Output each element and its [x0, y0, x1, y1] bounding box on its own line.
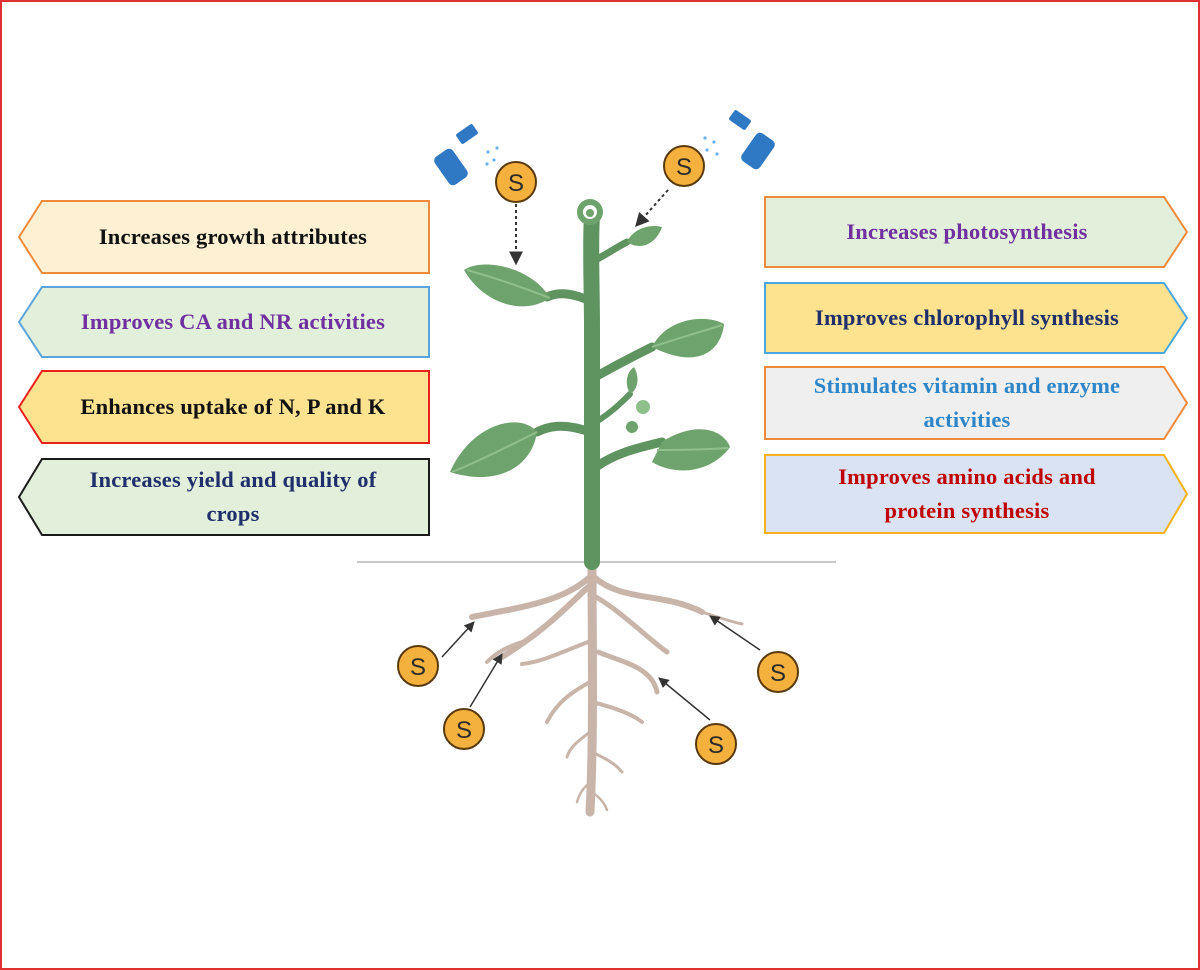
- arrow-box-shape: [17, 286, 430, 358]
- stem: [532, 209, 667, 570]
- arrow-box-outline: [764, 454, 1189, 534]
- benefit-text: Improves amino acids and protein synthes…: [838, 464, 1096, 523]
- arrow-box-outline: [764, 366, 1189, 440]
- benefit-box-vitamin-enzyme: Stimulates vitamin and enzyme activities: [764, 366, 1189, 440]
- benefit-text: Increases yield and quality of crops: [89, 467, 377, 526]
- benefit-text: Improves CA and NR activities: [80, 309, 386, 334]
- benefit-text: Increases photosynthesis: [846, 219, 1088, 244]
- benefit-box-photosynthesis: Increases photosynthesis: [764, 196, 1189, 268]
- sulfur-icon: S: [757, 651, 799, 693]
- arrow-box-outline: [17, 458, 430, 536]
- svg-text:S: S: [676, 154, 692, 181]
- arrow-box-outline: [17, 200, 430, 274]
- benefit-text: Enhances uptake of N, P and K: [80, 394, 386, 419]
- svg-text:S: S: [456, 717, 472, 744]
- svg-text:S: S: [410, 654, 426, 681]
- arrow-box-shape: [764, 282, 1189, 354]
- arrow-box-outline: [764, 282, 1189, 354]
- svg-text:S: S: [708, 732, 724, 759]
- roots: [469, 557, 744, 817]
- benefit-box-npk-uptake: Enhances uptake of N, P and K: [17, 370, 430, 444]
- benefit-box-yield-quality: Increases yield and quality of crops: [17, 458, 430, 536]
- flower-bud: [577, 199, 603, 225]
- arrow-box-shape: [764, 366, 1189, 440]
- svg-text:S: S: [770, 660, 786, 687]
- right-sprayer: [703, 110, 775, 170]
- left-sprayer: [434, 124, 499, 186]
- arrow-box-shape: [17, 370, 430, 444]
- benefit-text: Stimulates vitamin and enzyme activities: [813, 373, 1121, 432]
- arrow-box-shape: [764, 196, 1189, 268]
- sulfur-icon: S: [695, 723, 737, 765]
- svg-text:S: S: [508, 170, 524, 197]
- arrow-box-outline: [764, 196, 1189, 268]
- arrow-box-shape: [764, 454, 1189, 534]
- sulfur-badges: S S S S S S: [397, 145, 799, 765]
- benefit-text: Improves chlorophyll synthesis: [815, 305, 1119, 330]
- sulfur-icon: S: [397, 645, 439, 687]
- arrow-box-shape: [17, 200, 430, 274]
- benefit-box-ca-nr-activities: Improves CA and NR activities: [17, 286, 430, 358]
- leaves: [450, 225, 730, 478]
- foliar-arrows: [509, 189, 669, 266]
- sulfur-icon: S: [443, 708, 485, 750]
- arrow-box-outline: [17, 370, 430, 444]
- arrow-box-shape: [17, 458, 430, 536]
- root-arrows: [441, 615, 761, 721]
- benefit-box-amino-protein: Improves amino acids and protein synthes…: [764, 454, 1189, 534]
- sulfur-icon: S: [495, 161, 537, 203]
- benefit-box-growth-attributes: Increases growth attributes: [17, 200, 430, 274]
- sulfur-icon: S: [663, 145, 705, 187]
- arrow-box-outline: [17, 286, 430, 358]
- benefit-text: Increases growth attributes: [98, 224, 368, 249]
- benefit-box-chlorophyll-synthesis: Improves chlorophyll synthesis: [764, 282, 1189, 354]
